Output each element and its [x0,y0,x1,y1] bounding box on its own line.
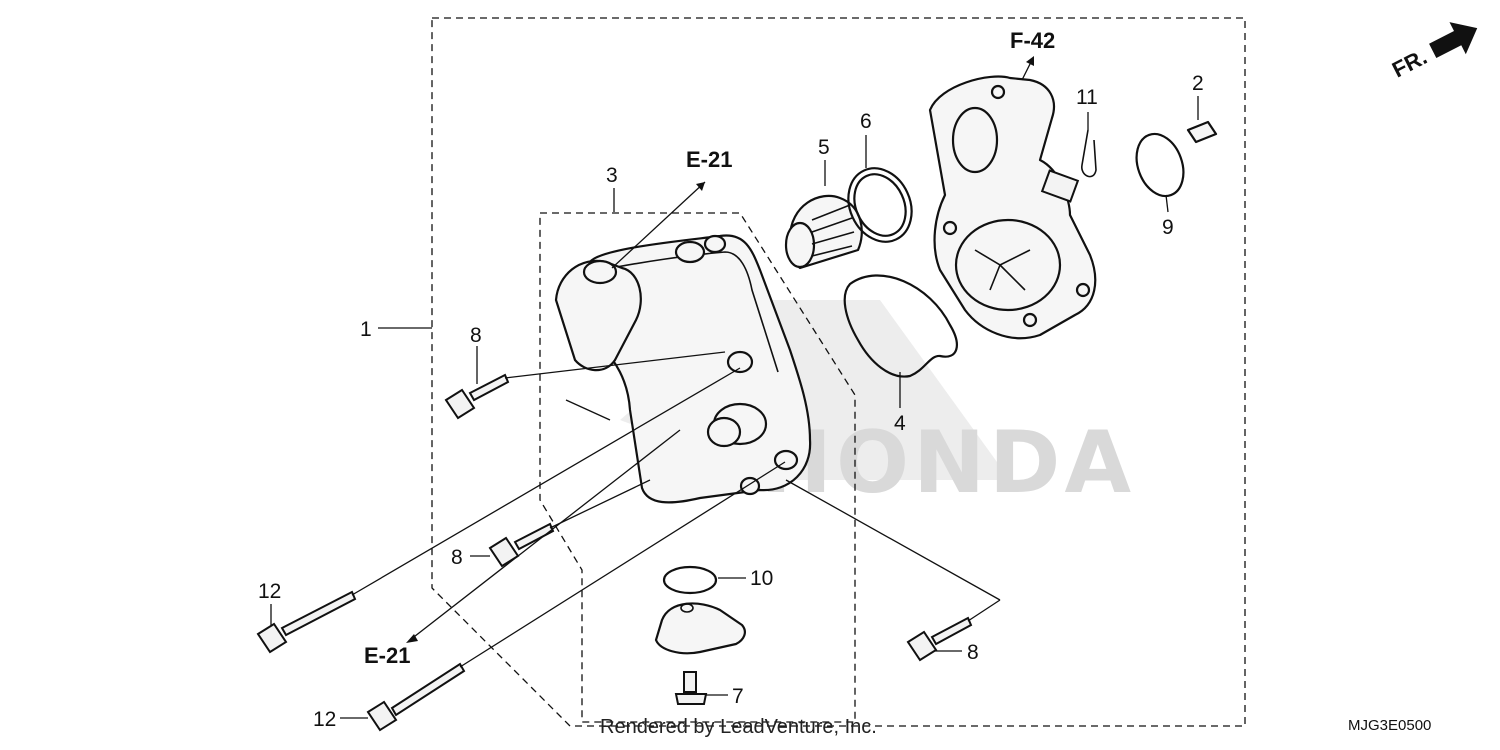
drain-bolt-7[interactable] [674,671,708,705]
callout-7: 7 [732,685,744,708]
leader-lines [270,56,1199,719]
callout-12-upper: 12 [258,580,281,603]
callout-8-middle: 8 [451,546,463,569]
callout-8-upper: 8 [470,324,482,347]
o-ring-10[interactable] [662,565,718,595]
callout-10: 10 [750,567,773,590]
callout-1: 1 [360,318,372,341]
callout-8-lower: 8 [967,641,979,664]
callout-11: 11 [1076,86,1098,109]
callout-12-lower: 12 [313,708,336,731]
front-label: FR. [1388,44,1431,82]
assembly-outline-dashed [431,17,1246,727]
front-arrow-icon [1429,22,1478,59]
gasket-4[interactable] [843,274,958,378]
render-credit: Rendered by LeadVenture, Inc. [600,716,877,738]
callout-6: 6 [860,110,872,133]
callout-3: 3 [606,164,618,187]
thermostat-5[interactable] [784,194,863,270]
callout-9: 9 [1162,216,1174,239]
callout-2: 2 [1192,72,1204,95]
diagram-code: MJG3E0500 [1348,717,1431,734]
callout-5: 5 [818,136,830,159]
thermostat-housing-cover[interactable] [554,234,812,504]
o-ring-9[interactable] [1128,127,1191,202]
cover-group-outline-dashed [539,212,856,723]
o-ring-6[interactable] [837,158,923,252]
water-pump-body[interactable] [928,75,1097,340]
bolt-8-upper[interactable] [444,373,510,420]
bolt-8-middle[interactable] [488,522,555,568]
ref-e21-lower[interactable]: E-21 [364,643,410,668]
callout-4: 4 [894,412,906,435]
bolt-12-lower[interactable] [366,662,466,732]
ref-e21-upper[interactable]: E-21 [686,147,732,172]
clip-11[interactable] [1081,129,1097,178]
watermark-text: HONDA [760,413,1135,513]
nut-2[interactable] [1186,120,1218,144]
ref-f42[interactable]: F-42 [1010,28,1055,53]
bolt-12-upper[interactable] [256,590,357,654]
front-direction-indicator: FR. [1388,22,1478,82]
bolt-8-lower[interactable] [906,616,973,662]
drain-cover-plate[interactable] [654,602,746,655]
